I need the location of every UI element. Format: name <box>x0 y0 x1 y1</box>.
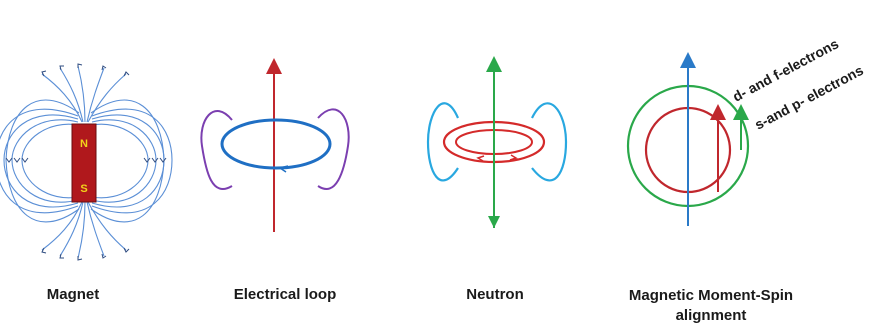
magnet-figure: N S <box>0 63 173 261</box>
neutron-right-lobe <box>531 102 568 182</box>
electrical-loop-figure <box>200 58 350 232</box>
loop-right-lobe <box>317 108 350 190</box>
neutron-left-lobe <box>426 102 460 182</box>
caption-spin-alignment: Magnetic Moment-Spin alignment <box>596 286 826 326</box>
loop-left-lobe <box>200 110 233 190</box>
magnet-field-arrows <box>5 63 167 261</box>
caption-electrical-loop: Electrical loop <box>233 286 337 303</box>
caption-spin-line1: Magnetic Moment-Spin <box>628 287 794 304</box>
current-loop <box>220 118 332 170</box>
magnet-south-label: S <box>80 183 87 195</box>
loop-current-arrow <box>278 165 289 173</box>
neutron-figure <box>426 56 568 228</box>
neutron-bottom-arrowhead <box>488 216 500 228</box>
caption-magnet: Magnet <box>46 286 100 303</box>
magnet-north-label: N <box>80 138 88 150</box>
caption-spin-line2: alignment <box>675 307 747 324</box>
spin-alignment-figure: d- and f-electrons s-and p- electrons <box>626 35 866 226</box>
caption-neutron: Neutron <box>466 286 524 303</box>
magnet-body <box>71 123 97 203</box>
neutron-ring-arrow-right <box>509 154 518 161</box>
neutron-ring-arrow-left <box>476 155 485 162</box>
